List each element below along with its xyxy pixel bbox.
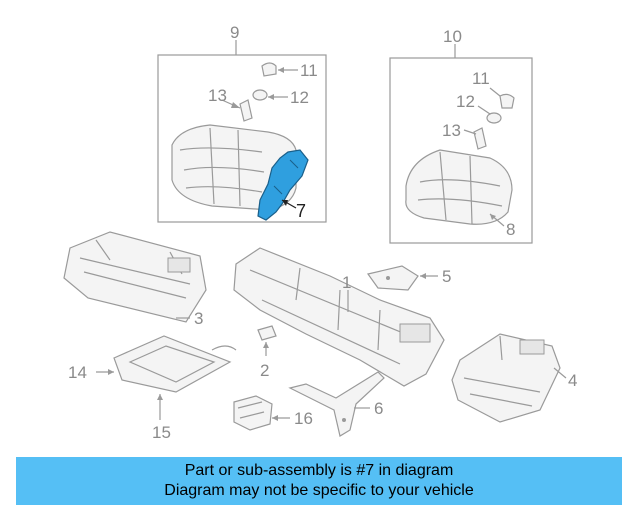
part-7-highlighted: [257, 149, 309, 221]
heater-pad-14: [113, 335, 237, 393]
footer-line-1: Part or sub-assembly is #7 in diagram: [184, 462, 454, 479]
label-11-b: 11: [472, 69, 490, 88]
label-9: 9: [230, 23, 239, 42]
label-13-a: 13: [208, 86, 227, 105]
seat-back-3: [63, 231, 207, 323]
grommet-12-a: [252, 89, 288, 101]
group-9-box: [157, 54, 327, 223]
seat-cushion-8: [405, 149, 513, 225]
group-10-box: [389, 57, 533, 244]
label-8: 8: [506, 220, 515, 239]
label-5: 5: [442, 267, 451, 286]
label-6: 6: [374, 399, 383, 418]
label-7: 7: [296, 201, 306, 221]
clip-11-b: [489, 87, 515, 109]
label-11-a: 11: [300, 61, 318, 80]
clip-2: [257, 325, 277, 341]
label-10: 10: [443, 27, 462, 46]
footer-banner: Part or sub-assembly is #7 in diagram Di…: [16, 457, 622, 505]
grommet-12-b: [477, 105, 502, 124]
label-14: 14: [68, 363, 87, 382]
label-4: 4: [568, 371, 577, 390]
footer-line-2: Diagram may not be specific to your vehi…: [164, 482, 474, 499]
label-3: 3: [194, 309, 203, 328]
bracket-6: [288, 371, 385, 437]
clip-11-a: [261, 62, 298, 77]
label-16: 16: [294, 409, 313, 428]
pin-13-a: [221, 99, 253, 122]
label-2: 2: [260, 361, 269, 380]
module-16: [233, 395, 273, 431]
label-1: 1: [342, 273, 351, 292]
label-15: 15: [152, 423, 171, 442]
seat-frame-1: [233, 247, 445, 387]
label-12-a: 12: [290, 88, 309, 107]
bracket-5: [366, 265, 419, 291]
pin-13-b: [463, 127, 487, 150]
label-12-b: 12: [456, 92, 475, 111]
seat-cushion-4: [451, 333, 561, 423]
label-13-b: 13: [442, 121, 461, 140]
